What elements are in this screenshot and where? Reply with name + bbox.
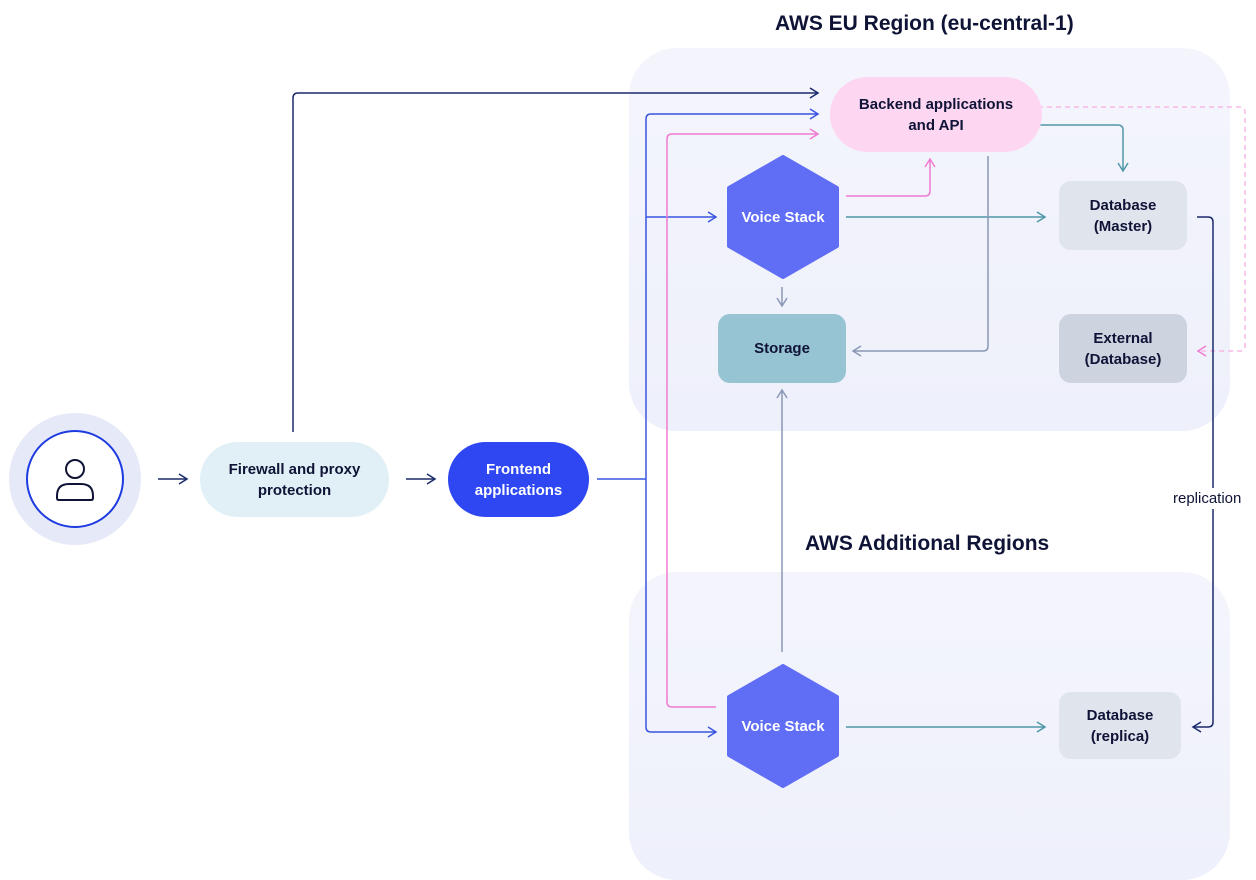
arrow-frontend-to-backend (645, 108, 820, 120)
external-database-node: External (Database) (1059, 314, 1187, 383)
database-replica-node: Database (replica) (1059, 692, 1181, 759)
voice-stack-additional-label: Voice Stack (741, 717, 825, 735)
database-replica-label-line2: (replica) (1090, 727, 1150, 745)
backend-label-line1: Backend applications (858, 95, 1014, 113)
user-node (9, 413, 141, 545)
hexagon-shape (727, 664, 839, 788)
backend-label-line2: and API (908, 116, 964, 134)
arrow-backend-to-external-db (1038, 106, 1246, 357)
external-database-label-line1: External (1093, 329, 1153, 347)
user-icon (56, 459, 94, 501)
region-additional-title: AWS Additional Regions (805, 532, 1050, 555)
database-master-node: Database (Master) (1059, 181, 1187, 250)
user-circle (26, 430, 124, 528)
arrow-voice-additional-to-backend (666, 128, 820, 708)
storage-label: Storage (754, 340, 810, 357)
arrow-backend-to-db-master (1038, 124, 1129, 173)
frontend-node: Frontend applications (448, 442, 589, 517)
firewall-node: Firewall and proxy protection (200, 442, 389, 517)
voice-stack-eu-label: Voice Stack (741, 208, 825, 226)
region-eu-title: AWS EU Region (eu-central-1) (775, 12, 1074, 35)
arrow-voice-eu-to-backend (846, 157, 936, 197)
external-database-label-line2: (Database) (1084, 350, 1162, 368)
arrow-replication (1191, 216, 1214, 733)
firewall-label-line1: Firewall and proxy (228, 460, 361, 478)
frontend-label-line2: applications (474, 481, 563, 499)
database-master-label-line1: Database (1089, 196, 1157, 214)
arrow-firewall-to-backend (292, 87, 820, 432)
database-replica-label-line1: Database (1086, 706, 1154, 724)
hexagon-shape (727, 155, 839, 279)
arrow-frontend-to-voice-additional (645, 726, 718, 738)
voice-stack-additional-node: Voice Stack (725, 664, 841, 788)
voice-stack-eu-node: Voice Stack (725, 155, 841, 279)
firewall-label-line2: protection (257, 481, 332, 499)
storage-node: Storage (718, 314, 846, 383)
arrow-backend-to-storage (851, 156, 989, 357)
database-master-label-line2: (Master) (1093, 217, 1153, 235)
backend-node: Backend applications and API (830, 77, 1042, 152)
frontend-label-line1: Frontend (486, 460, 551, 478)
replication-label: replication (1173, 488, 1242, 509)
